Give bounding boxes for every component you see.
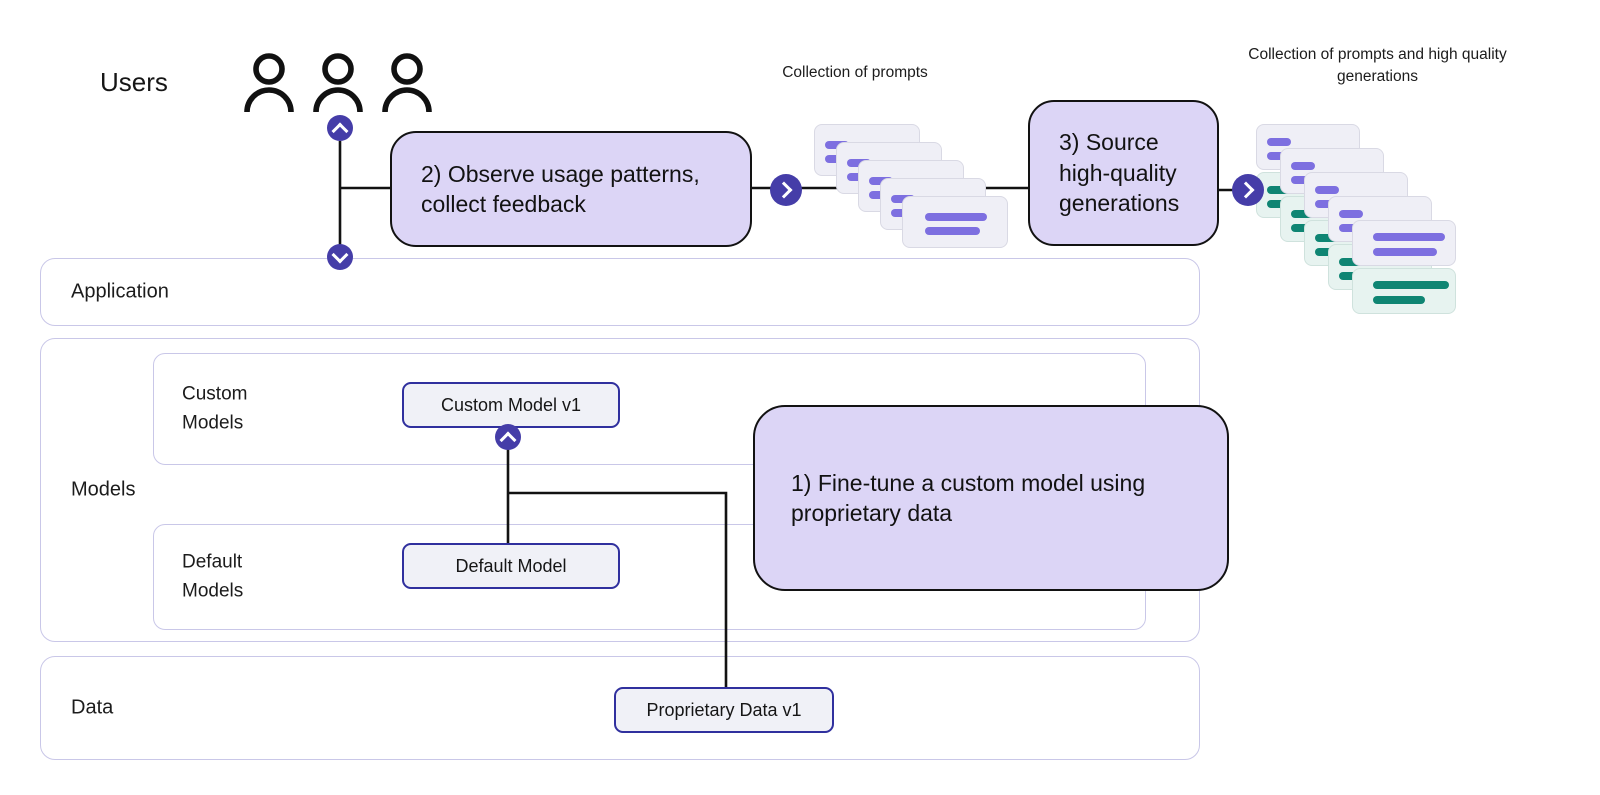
observe-usage-text: 2) Observe usage patterns, collect feedb… <box>421 160 700 217</box>
text-line <box>1291 162 1315 170</box>
text-line <box>1339 224 1363 232</box>
text-line <box>1291 176 1315 184</box>
text-line <box>1315 186 1339 194</box>
chevron-right-icon <box>770 174 802 206</box>
application-layer-box: Application <box>40 258 1200 326</box>
generations-caption: Collection of prompts and high quality g… <box>1248 46 1507 86</box>
text-line <box>1315 248 1339 256</box>
prompt-card <box>1352 220 1456 266</box>
users-label: Users <box>100 67 168 97</box>
source-generations-text: 3) Source high-quality generations <box>1059 129 1180 217</box>
person-icon <box>382 53 432 112</box>
text-line <box>1291 210 1315 218</box>
text-line <box>925 227 980 235</box>
prompts-caption: Collection of prompts <box>782 64 928 81</box>
chevron-down-icon <box>327 244 353 270</box>
text-line <box>925 213 987 221</box>
text-line <box>1373 248 1437 256</box>
proprietary-data-v1-node: Proprietary Data v1 <box>614 687 834 733</box>
custom-models-label: Custom Models <box>182 383 248 434</box>
text-line <box>1373 296 1425 304</box>
custom-model-v1-node: Custom Model v1 <box>402 382 620 428</box>
fine-tune-box: 1) Fine-tune a custom model using propri… <box>753 405 1229 591</box>
text-line <box>1339 272 1363 280</box>
text-line <box>1267 152 1291 160</box>
text-line <box>1373 233 1445 241</box>
default-model-node: Default Model <box>402 543 620 589</box>
generation-card-pair-front <box>1352 220 1456 316</box>
text-line <box>1291 224 1315 232</box>
text-line <box>1267 200 1291 208</box>
text-line <box>1267 186 1291 194</box>
application-layer-label: Application <box>71 280 169 303</box>
default-models-label: Default Models <box>182 551 244 602</box>
source-generations-box: 3) Source high-quality generations <box>1028 100 1219 246</box>
default-model-label: Default Model <box>455 555 567 576</box>
data-layer-label: Data <box>71 696 114 719</box>
chevron-right-icon <box>1232 174 1264 206</box>
person-icon <box>244 53 294 112</box>
custom-model-v1-label: Custom Model v1 <box>440 394 582 415</box>
fine-tune-text: 1) Fine-tune a custom model using propri… <box>791 469 1146 526</box>
text-line <box>1373 281 1449 289</box>
chevron-up-icon <box>327 115 353 141</box>
text-line <box>1315 234 1339 242</box>
text-line <box>1339 258 1363 266</box>
generation-card <box>1352 268 1456 314</box>
prompt-card-front <box>902 196 1008 248</box>
chevron-up-icon <box>495 424 521 450</box>
text-line <box>1339 210 1363 218</box>
text-line <box>1315 200 1339 208</box>
observe-usage-box: 2) Observe usage patterns, collect feedb… <box>390 131 752 247</box>
proprietary-data-v1-label: Proprietary Data v1 <box>646 699 802 720</box>
person-icon <box>313 53 363 112</box>
text-line <box>1267 138 1291 146</box>
models-layer-label: Models <box>71 478 136 501</box>
